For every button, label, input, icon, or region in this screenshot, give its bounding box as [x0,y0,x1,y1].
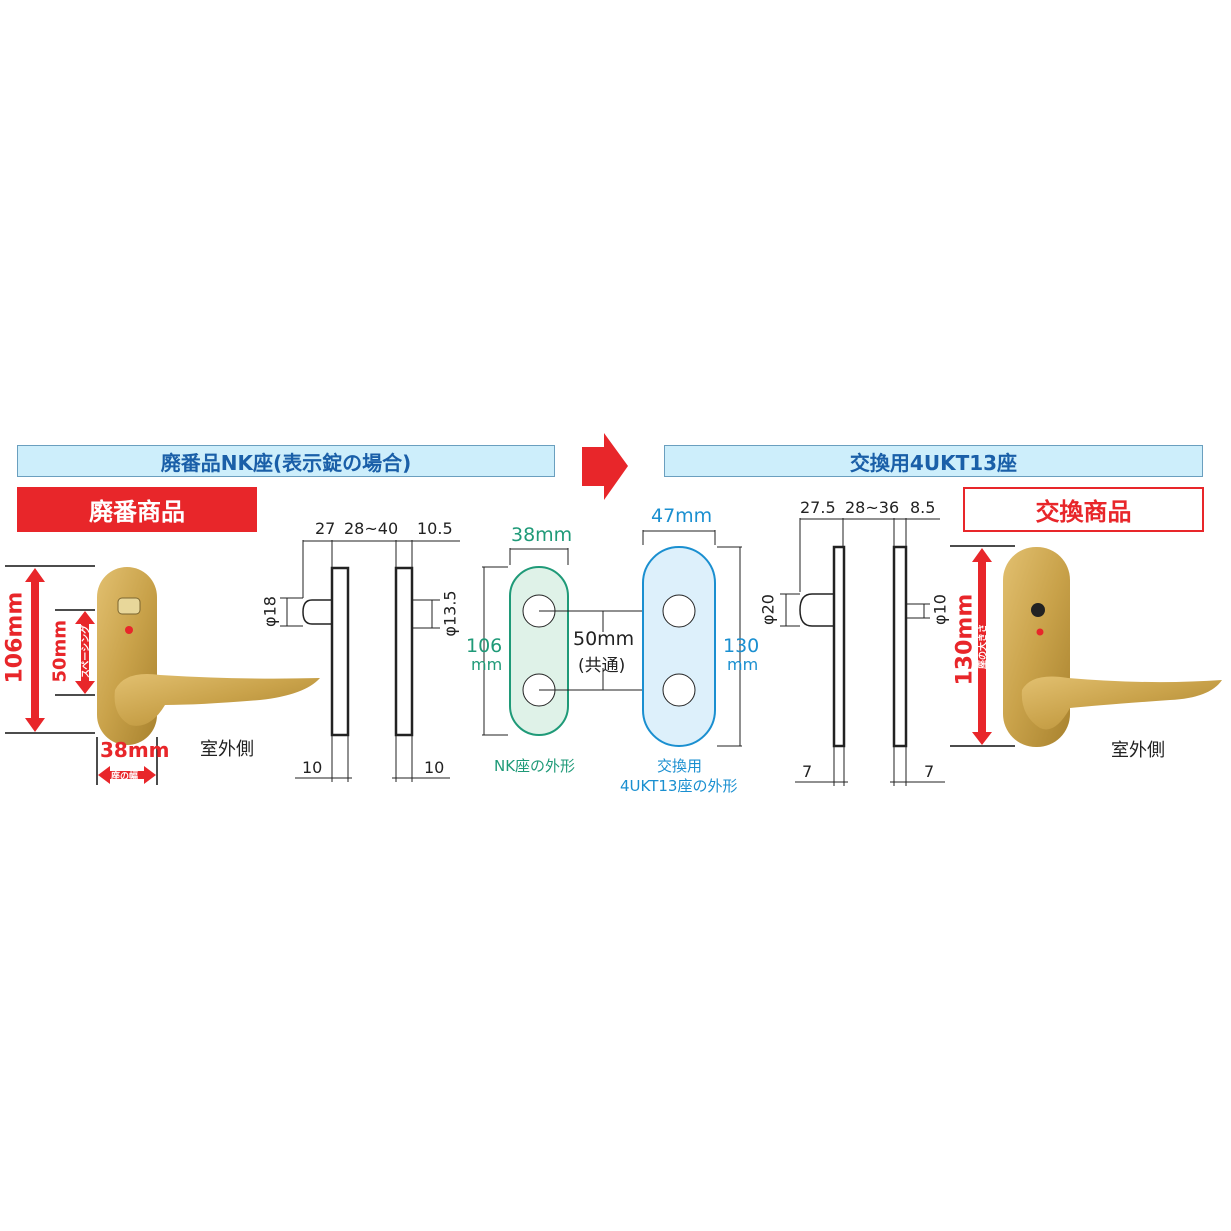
dim-bottom-7-a: 7 [802,762,813,781]
width-caption: 座の幅 [111,772,139,782]
dim-28-36: 28~36 [845,498,900,517]
ukt-plate-outline [642,530,742,747]
nk-width-label: 38mm [511,524,573,546]
transition-arrow-icon [582,433,628,500]
header-discontinued-nk-plate: 廃番品NK座(表示錠の場合) [17,445,555,477]
height-106-arrow [5,565,95,734]
left-handle-image [97,567,320,745]
height-130-arrow [950,545,1015,747]
outdoor-side-label-left: 室外側 [200,739,254,760]
dim-28-40: 28~40 [344,519,399,538]
height-130-label: 130mm [952,593,978,686]
ukt-caption-line1: 交換用 [657,757,703,775]
dim-bottom-10-b: 10 [424,758,445,777]
outdoor-side-label-right: 室外側 [1111,740,1165,761]
dim-10-5: 10.5 [417,519,453,538]
height-106-label: 106mm [2,591,28,684]
label-discontinued-product: 廃番商品 [17,487,257,532]
width-38-label: 38mm [100,738,170,762]
common-spacing-label: 50mm [573,628,635,650]
dim-bottom-10-a: 10 [302,758,323,777]
right-handle-image [1003,547,1222,747]
hole-diameter-13-5: φ13.5 [440,590,460,637]
dim-27: 27 [315,519,336,538]
width-38-arrow [96,737,158,785]
spacing-50-arrow [55,609,95,696]
right-side-profile [780,518,945,786]
height-130-caption: 座の大きさ [978,624,989,670]
nk-plate-caption: NK座の外形 [494,757,576,775]
dim-27-5: 27.5 [800,498,836,517]
ukt-width-label: 47mm [651,505,713,527]
nk-height-number: 106 [466,635,503,657]
dim-bottom-7-b: 7 [924,762,935,781]
left-side-profile [280,540,460,782]
hole-diameter-10: φ10 [930,594,950,625]
ukt-height-unit: mm [727,655,759,674]
nk-height-unit: mm [471,655,503,674]
header-replacement-4ukt13: 交換用4UKT13座 [664,445,1203,477]
dim-8-5: 8.5 [910,498,936,517]
knob-diameter-18: φ18 [260,596,280,627]
common-note: (共通) [578,656,626,676]
label-replacement-product: 交換商品 [963,487,1204,532]
knob-diameter-20: φ20 [758,594,778,625]
spacing-50-label: 50mm [49,619,71,683]
ukt-height-number: 130 [723,635,760,657]
ukt-caption-line2: 4UKT13座の外形 [620,777,738,795]
spacing-caption: スペーシング [81,624,92,679]
